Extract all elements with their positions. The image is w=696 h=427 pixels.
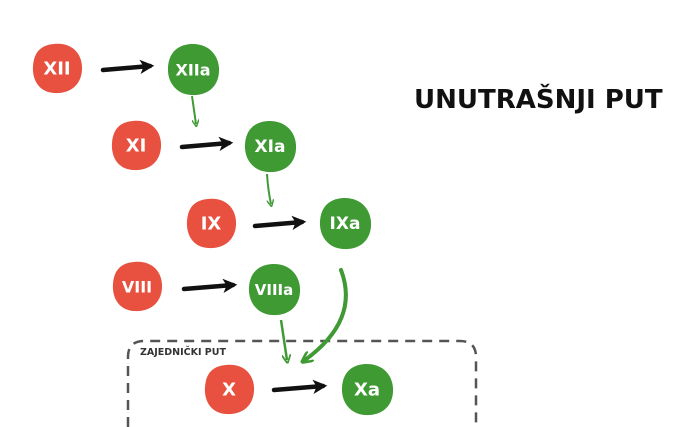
conversion-arrow-xi xyxy=(179,136,234,152)
common-pathway-region xyxy=(126,339,478,427)
factor-ixa: IXa xyxy=(319,197,372,250)
factor-xiia: XIIa xyxy=(167,43,220,96)
diagram-title: UNUTRAŠNJI PUT xyxy=(414,83,663,115)
activation-arrow-xiia xyxy=(191,95,196,124)
factor-xi: XI xyxy=(111,120,162,171)
svg-text:Xa: Xa xyxy=(354,380,380,401)
svg-text:IXa: IXa xyxy=(330,214,361,234)
svg-text:XIa: XIa xyxy=(255,137,286,157)
factor-x: X xyxy=(204,364,255,415)
factor-xia: XIa xyxy=(244,120,297,173)
svg-text:X: X xyxy=(222,380,236,401)
factor-viii: VIII xyxy=(112,261,163,312)
conversion-arrow-viii xyxy=(181,278,238,293)
svg-text:XII: XII xyxy=(43,59,70,80)
svg-text:XI: XI xyxy=(126,136,147,157)
activation-arrow-viiia xyxy=(279,319,287,360)
activation-arrow-ixa xyxy=(305,268,348,360)
svg-text:VIII: VIII xyxy=(122,278,152,297)
factor-viiia: VIIIa xyxy=(248,263,301,316)
region-label: ZAJEDNIČKI PUT xyxy=(140,346,226,358)
conversion-arrow-xii xyxy=(100,59,155,75)
conversion-arrow-ix xyxy=(252,215,307,231)
activation-arrow-xia xyxy=(266,173,271,204)
conversion-arrow-x xyxy=(271,379,328,394)
factor-ix: IX xyxy=(186,198,237,249)
svg-text:VIIIa: VIIIa xyxy=(255,281,293,299)
svg-text:XIIa: XIIa xyxy=(175,61,210,80)
factor-xa: Xa xyxy=(341,363,394,416)
svg-text:IX: IX xyxy=(201,214,222,235)
factor-xii: XII xyxy=(32,43,83,94)
